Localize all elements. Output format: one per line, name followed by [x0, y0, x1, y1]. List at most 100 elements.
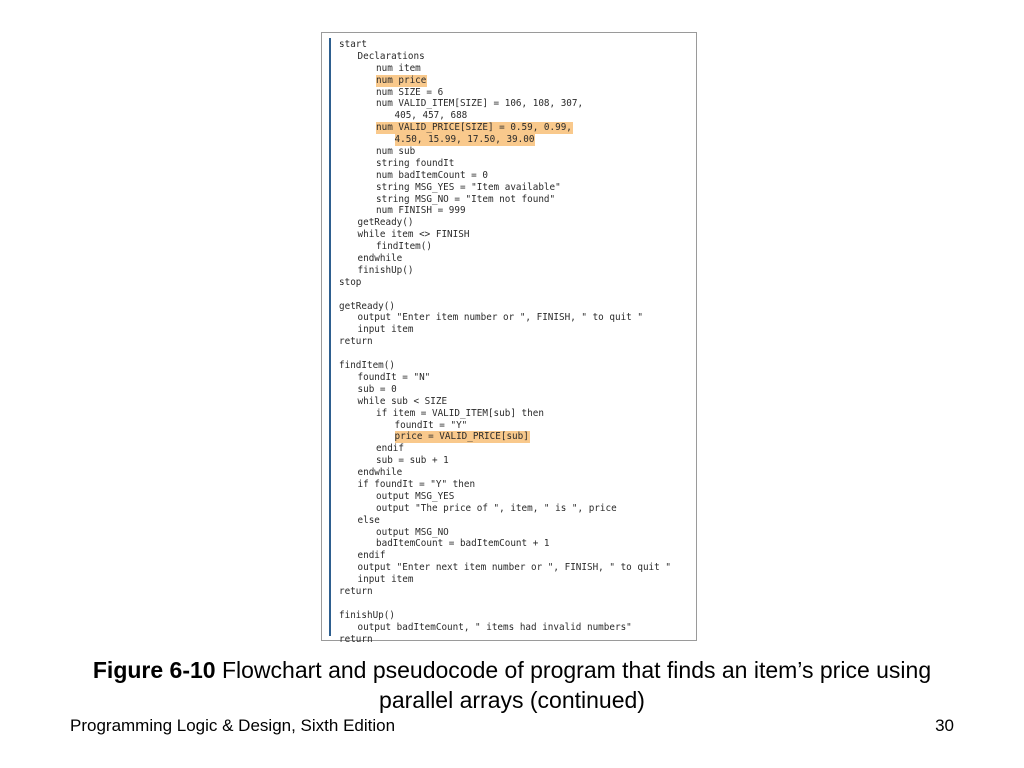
code-line: stop	[339, 277, 692, 289]
code-line-text: stop	[339, 276, 362, 288]
code-line-text: finishUp()	[357, 264, 414, 276]
code-line-text: foundIt = "N"	[357, 371, 431, 383]
code-line-text: string MSG_NO = "Item not found"	[376, 193, 556, 205]
code-line: string foundIt	[339, 158, 692, 170]
code-line: output "Enter next item number or ", FIN…	[339, 562, 692, 574]
code-line: output badItemCount, " items had invalid…	[339, 622, 692, 634]
code-line-text: foundIt = "Y"	[394, 419, 468, 431]
code-line: endwhile	[339, 253, 692, 265]
code-line: num VALID_PRICE[SIZE] = 0.59, 0.99,	[339, 122, 692, 135]
code-line-text: findItem()	[339, 360, 395, 372]
code-line-text: endwhile	[357, 467, 403, 479]
code-line-text: return	[339, 336, 373, 348]
code-line-text: if foundIt = "Y" then	[357, 478, 476, 490]
code-line: num badItemCount = 0	[339, 170, 692, 182]
code-line-text: endif	[357, 550, 386, 562]
code-line-text: 405, 457, 688	[394, 110, 468, 122]
code-line: num item	[339, 63, 692, 75]
code-line-text: return	[339, 585, 373, 597]
code-line-text: 4.50, 15.99, 17.50, 39.00	[394, 134, 536, 147]
code-line-text: output badItemCount, " items had invalid…	[357, 621, 632, 633]
code-line-text: output "Enter item number or ", FINISH, …	[357, 312, 643, 324]
code-line: findItem()	[339, 360, 692, 372]
code-line: output MSG_NO	[339, 527, 692, 539]
code-line: sub = 0	[339, 384, 692, 396]
code-line-text: while sub < SIZE	[357, 395, 448, 407]
code-line: endif	[339, 443, 692, 455]
code-line-text: num VALID_PRICE[SIZE] = 0.59, 0.99,	[376, 122, 573, 135]
code-line-text: Declarations	[357, 50, 425, 62]
figure-caption-text: Flowchart and pseudocode of program that…	[215, 657, 932, 713]
code-line: price = VALID_PRICE[sub]	[339, 431, 692, 444]
code-line-text: output MSG_YES	[376, 490, 455, 502]
code-line: input item	[339, 574, 692, 586]
code-line-text: start	[339, 39, 367, 50]
code-line: badItemCount = badItemCount + 1	[339, 538, 692, 550]
code-line-text: while item <> FINISH	[357, 229, 470, 241]
code-line: output MSG_YES	[339, 491, 692, 503]
code-line: finishUp()	[339, 265, 692, 277]
code-line-text: finishUp()	[339, 609, 395, 621]
code-line	[339, 289, 692, 301]
code-line: num sub	[339, 146, 692, 158]
code-line: if foundIt = "Y" then	[339, 479, 692, 491]
code-line-text: endwhile	[357, 253, 403, 265]
code-line-text: output "Enter next item number or ", FIN…	[357, 562, 671, 574]
code-line: input item	[339, 324, 692, 336]
code-line-text: num item	[376, 62, 421, 74]
footer-book-title: Programming Logic & Design, Sixth Editio…	[70, 716, 396, 735]
code-line-text: output "The price of ", item, " is ", pr…	[376, 502, 617, 514]
code-line-text: return	[339, 633, 373, 645]
code-line: findItem()	[339, 241, 692, 253]
code-line: output "Enter item number or ", FINISH, …	[339, 312, 692, 324]
code-line-text: num price	[376, 74, 428, 87]
code-line-text: num badItemCount = 0	[376, 169, 488, 181]
code-line: num price	[339, 74, 692, 87]
code-line-text: else	[357, 514, 380, 526]
code-line-text: price = VALID_PRICE[sub]	[394, 431, 530, 444]
code-line: getReady()	[339, 217, 692, 229]
code-line-text: num VALID_ITEM[SIZE] = 106, 108, 307,	[376, 98, 584, 110]
code-line-text: input item	[357, 324, 414, 336]
code-line-text: sub = 0	[357, 383, 397, 395]
code-line: output "The price of ", item, " is ", pr…	[339, 503, 692, 515]
code-line: Declarations	[339, 51, 692, 63]
code-line-text: num sub	[376, 146, 416, 158]
code-line: if item = VALID_ITEM[sub] then	[339, 408, 692, 420]
accent-bar	[329, 38, 331, 636]
code-line: return	[339, 336, 692, 348]
code-line: string MSG_YES = "Item available"	[339, 182, 692, 194]
code-line: foundIt = "Y"	[339, 420, 692, 432]
code-line: endwhile	[339, 467, 692, 479]
code-line-text: getReady()	[339, 300, 395, 312]
code-line: endif	[339, 550, 692, 562]
code-line: while sub < SIZE	[339, 396, 692, 408]
footer-page-number: 30	[935, 716, 954, 735]
figure-caption: Figure 6-10 Flowchart and pseudocode of …	[60, 655, 964, 715]
code-line: return	[339, 634, 692, 646]
code-line	[339, 598, 692, 610]
code-line-text: string foundIt	[376, 157, 455, 169]
code-line-text: findItem()	[376, 241, 432, 253]
code-line-text: num SIZE = 6	[376, 86, 444, 98]
code-line-text: output MSG_NO	[376, 526, 449, 538]
code-line: else	[339, 515, 692, 527]
code-line: return	[339, 586, 692, 598]
code-line-text: endif	[376, 443, 404, 455]
code-line: foundIt = "N"	[339, 372, 692, 384]
code-line: 4.50, 15.99, 17.50, 39.00	[339, 134, 692, 147]
code-line-text: if item = VALID_ITEM[sub] then	[376, 407, 544, 419]
code-line: start	[339, 39, 692, 51]
code-line-text: badItemCount = badItemCount + 1	[376, 538, 550, 550]
code-line: sub = sub + 1	[339, 455, 692, 467]
code-line: getReady()	[339, 301, 692, 313]
code-line: finishUp()	[339, 610, 692, 622]
code-line: num VALID_ITEM[SIZE] = 106, 108, 307,	[339, 98, 692, 110]
figure-label: Figure 6-10	[92, 657, 216, 683]
code-line-text: input item	[357, 574, 414, 586]
code-line-text: string MSG_YES = "Item available"	[376, 181, 561, 193]
code-line-text: sub = sub + 1	[376, 455, 449, 467]
code-line: num FINISH = 999	[339, 205, 692, 217]
code-line: string MSG_NO = "Item not found"	[339, 194, 692, 206]
